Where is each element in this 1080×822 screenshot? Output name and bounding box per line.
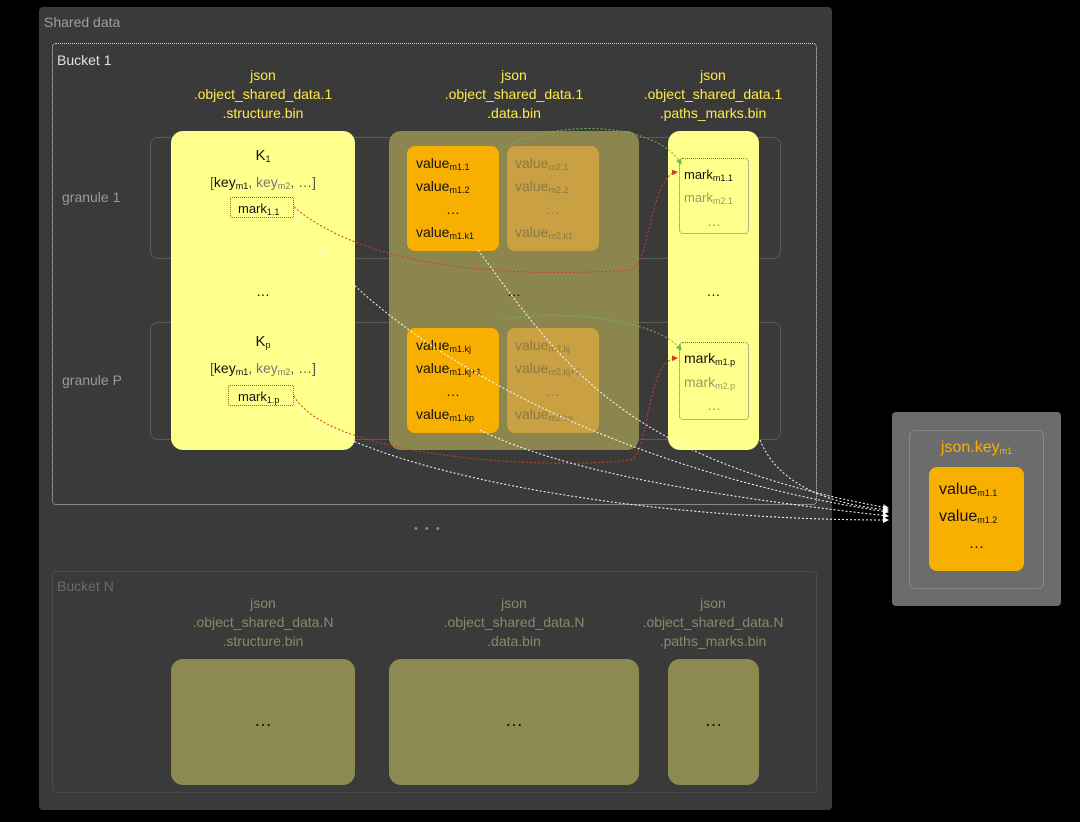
bucket-n-structure-ellipsis: …: [254, 710, 272, 730]
result-inner: [909, 430, 1044, 589]
granule-1-mark: mark1.1: [230, 197, 294, 218]
result-title: json.keym1: [940, 439, 1013, 456]
shared-data-title: Shared data: [44, 14, 121, 30]
bucket-n-marks-column: [668, 659, 759, 785]
bucket-n-data-column: [389, 659, 639, 785]
g1-mark-ellipsis: …: [707, 213, 721, 229]
g1-marks-container: [679, 158, 749, 234]
result-value-ellipsis: …: [968, 535, 985, 552]
structure-middle-ellipsis: …: [256, 283, 270, 299]
g1-value-ellipsis: …: [446, 201, 460, 217]
g1-value-3: valuem1.k1: [416, 224, 474, 241]
marks-middle-ellipsis: …: [706, 283, 721, 299]
bucket-n-structure-label: json.object_shared_data.N.structure.bin: [192, 595, 334, 649]
arrow-red-g1: [293, 169, 678, 274]
gp-mark-m2: markm2.p: [684, 374, 736, 391]
bucket-n-marks-ellipsis: …: [704, 710, 723, 730]
arrow-white-4: [291, 399, 889, 523]
data-middle-ellipsis: …: [507, 283, 521, 299]
gp-mark-m1: markm1.p: [684, 350, 736, 367]
bucket-n-label: Bucket N: [57, 578, 114, 594]
arrow-white-2: [293, 211, 889, 515]
arrow-white-3: [479, 429, 889, 519]
arrow-white-1: [477, 249, 889, 511]
g1-value-m2-1: valuem2.1: [515, 155, 569, 172]
gp-value-ellipsis: …: [446, 383, 460, 399]
g1-value-1: valuem1.1: [416, 155, 470, 172]
bucket-n-data-ellipsis: …: [505, 710, 523, 730]
bucket-1: [52, 43, 817, 505]
gp-value-m2-2: valuem2.kj+1: [515, 360, 581, 377]
bucket-n-marks-label: json.object_shared_data.N.paths_marks.bi…: [642, 595, 784, 649]
arrow-green-g1: [499, 128, 682, 165]
granule-p-keys: [keym1, keym2, …]: [210, 360, 316, 377]
g1-value-m2-ellipsis: …: [546, 201, 560, 217]
bucket-n: [52, 571, 817, 793]
buckets-ellipsis: • • •: [414, 523, 442, 535]
structure-file-label: json.object_shared_data.1.structure.bin: [193, 67, 333, 121]
gp-more-ellipsis: …: [603, 374, 615, 388]
marks-file-label: json.object_shared_data.1.paths_marks.bi…: [643, 67, 783, 121]
bucket-n-data-label: json.object_shared_data.N.data.bin: [443, 595, 585, 649]
granule-1-values-m1: [407, 146, 499, 251]
marks-column: [668, 131, 759, 450]
arrow-red-gp: [293, 355, 678, 464]
granule-1-k: K1: [255, 147, 271, 164]
result-values: [929, 467, 1024, 571]
g1-more-ellipsis: …: [603, 190, 615, 204]
granule-p-values-m1: [407, 328, 499, 433]
g1-value-m2-2: valuem2.2: [515, 178, 569, 195]
granule-p-label: granule P: [62, 372, 122, 388]
data-file-label: json.object_shared_data.1.data.bin: [444, 67, 584, 121]
g1-value-2: valuem1.2: [416, 178, 470, 195]
bucket-1-label: Bucket 1: [57, 52, 112, 68]
g1-mark-m1: markm1.1: [684, 167, 733, 183]
result-value-1: valuem1.1: [939, 481, 998, 498]
arrow-white-5: [759, 439, 889, 513]
g1-value-m2-3: valuem2.k1: [515, 224, 573, 241]
gp-marks-container: [679, 342, 749, 420]
gp-value-m2-ellipsis: …: [546, 383, 560, 399]
gp-value-2: valuem1.kj+1: [416, 360, 482, 377]
gp-value-m2-1: valuem2.kj: [515, 337, 570, 354]
granule-p-mark: mark1.p: [228, 385, 294, 406]
granule-1-values-m2: [507, 146, 599, 251]
structure-column: [171, 131, 355, 450]
bucket-n-structure-column: [171, 659, 355, 785]
g1-mark-m2: markm2.1: [684, 190, 733, 206]
gp-mark-ellipsis: …: [707, 397, 721, 413]
granule-1-keys: [keym1, keym2, …]: [210, 174, 316, 191]
result-value-2: valuem1.2: [939, 508, 998, 525]
gp-value-3: valuem1.kp: [416, 406, 474, 423]
gp-value-m2-3: valuem2.kp: [515, 406, 573, 423]
granule-1-label: granule 1: [62, 189, 121, 205]
arrow-green-gp: [499, 314, 682, 351]
granule-p-k: Kp: [255, 333, 271, 350]
